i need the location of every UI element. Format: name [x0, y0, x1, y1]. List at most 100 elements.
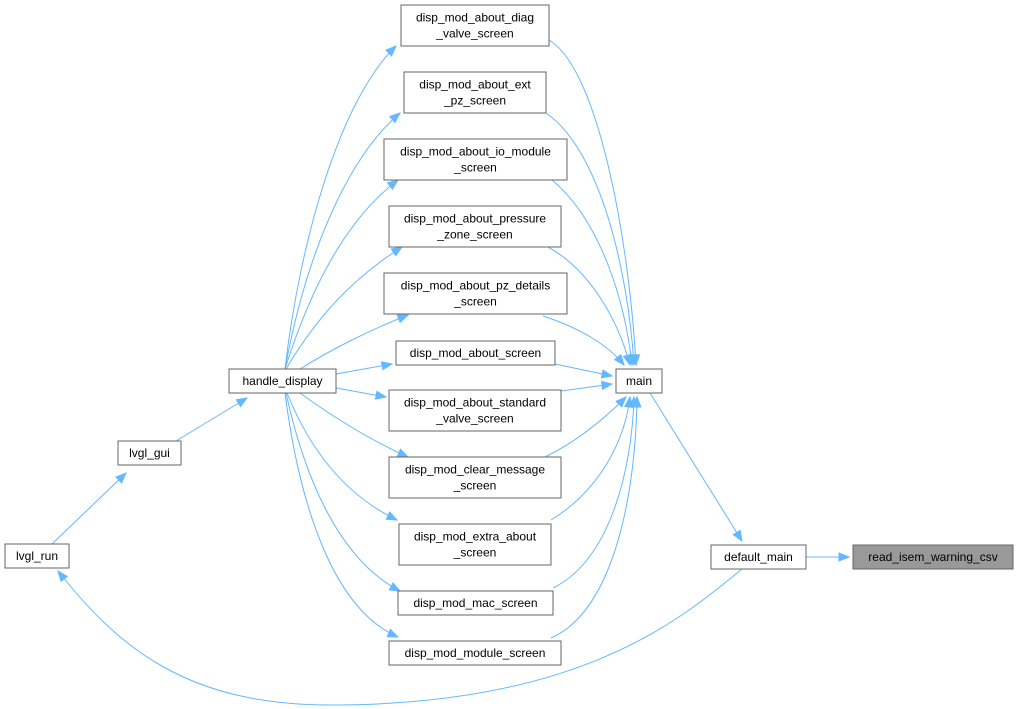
edge-handle_display-to-diag_valve [284, 45, 397, 370]
edge-standard_valve-to-main [560, 380, 614, 392]
edge-line [547, 246, 631, 366]
arrowhead-icon [115, 472, 127, 484]
arrowhead-icon [396, 448, 410, 458]
node-standard-valve[interactable]: disp_mod_about_standard_valve_screen [388, 389, 562, 432]
edge-line [299, 392, 409, 458]
node-diag-valve[interactable]: disp_mod_about_diag _valve_screen [400, 4, 550, 47]
edge-handle_display-to-mac_screen [285, 392, 402, 592]
node-mac-screen[interactable]: disp_mod_mac_screen [397, 590, 554, 616]
node-label: disp_mod_mac_screen [413, 596, 537, 610]
node-module-screen[interactable]: disp_mod_module_screen [388, 640, 562, 666]
arrowhead-icon [374, 390, 388, 400]
arrowhead-icon [600, 380, 614, 391]
arrowhead-icon [622, 353, 632, 367]
node-label: _screen [453, 295, 497, 309]
node-clear-message[interactable]: disp_mod_clear_message _screen [388, 456, 562, 499]
arrowhead-icon [385, 511, 399, 521]
edge-default_main-to-lvgl_run [57, 568, 743, 706]
node-label: disp_mod_about_diag [416, 11, 534, 25]
node-main[interactable]: main [615, 368, 663, 394]
node-box [4, 543, 70, 569]
arrowhead-icon [615, 396, 627, 408]
edge-line [285, 392, 401, 592]
edge-line [175, 397, 248, 442]
edge-extra_about-to-main [550, 395, 634, 521]
arrowhead-icon [600, 369, 614, 379]
node-box [710, 544, 807, 570]
edge-clear_message-to-main [544, 396, 627, 458]
node-default-main[interactable]: default_main [710, 544, 807, 570]
arrowhead-icon [390, 246, 404, 257]
edge-line [284, 45, 397, 370]
node-label: lvgl_run [16, 549, 58, 563]
node-label: _screen [453, 546, 497, 560]
arrowhead-icon [838, 552, 851, 562]
node-label: read_isem_warning_csv [868, 550, 997, 564]
node-label: lvgl_gui [129, 446, 170, 460]
edge-handle_display-to-io_module [284, 179, 400, 370]
node-ext-pz[interactable]: disp_mod_about_ext_pz_screen [403, 71, 547, 114]
node-box [852, 544, 1014, 570]
node-pz-details[interactable]: disp_mod_about_pz_details_screen [383, 272, 568, 315]
node-label: disp_mod_about_io_module [400, 145, 551, 159]
node-handle-display[interactable]: handle_display [228, 368, 337, 394]
node-label: disp_mod_about_standard [404, 396, 546, 410]
arrowhead-icon [388, 581, 402, 592]
node-box [398, 523, 552, 566]
edge-lvgl_run-to-lvgl_gui [51, 472, 127, 545]
edge-line [286, 392, 398, 521]
node-lvgl-gui[interactable]: lvgl_gui [117, 440, 182, 466]
node-io-module[interactable]: disp_mod_about_io_module _screen [383, 138, 568, 181]
node-label: _screen [453, 161, 497, 175]
node-box [388, 389, 562, 432]
edge-line [548, 39, 637, 366]
edge-line [284, 179, 399, 370]
edge-main-to-default_main [649, 392, 743, 543]
arrowhead-icon [632, 395, 642, 408]
node-label: handle_display [242, 374, 322, 388]
edge-pz_details-to-main [542, 315, 625, 367]
edge-handle_display-to-pressure_zone [285, 246, 404, 370]
node-label: default_main [724, 550, 793, 564]
node-box [383, 272, 568, 315]
edge-handle_display-to-pz_details [299, 314, 410, 370]
nodes-layer: disp_mod_about_diag_valve_screendisp_mod… [4, 4, 1014, 666]
edge-line [284, 392, 399, 638]
edge-handle_display-to-standard_valve [335, 387, 388, 400]
node-box [228, 368, 337, 394]
node-box [117, 440, 182, 466]
edge-line [552, 396, 635, 589]
edge-line [284, 112, 401, 370]
node-label: _zone_screen [436, 228, 512, 242]
node-pressure-zone[interactable]: disp_mod_about_pressure_zone_screen [388, 205, 562, 248]
edge-line [285, 246, 403, 370]
node-box [400, 4, 550, 47]
arrowhead-icon [385, 45, 397, 57]
node-box [395, 340, 556, 366]
node-box [615, 368, 663, 394]
node-read-isem[interactable]: read_isem_warning_csv [852, 544, 1014, 570]
edge-line [57, 568, 743, 706]
edge-line [550, 396, 631, 521]
node-label: disp_mod_clear_message [405, 463, 545, 477]
edge-line [550, 396, 638, 639]
node-extra-about[interactable]: disp_mod_extra_about_screen [398, 523, 552, 566]
node-lvgl-run[interactable]: lvgl_run [4, 543, 70, 569]
edge-line [649, 392, 743, 542]
node-label: _valve_screen [435, 27, 513, 41]
node-box [388, 640, 562, 666]
edge-handle_display-to-extra_about [286, 392, 399, 521]
node-label: _screen [453, 479, 497, 493]
node-label: disp_mod_about_ext [419, 78, 531, 92]
edge-handle_display-to-ext_pz [284, 112, 402, 370]
edge-line [299, 314, 409, 370]
edge-lvgl_gui-to-handle_display [175, 397, 249, 442]
node-label: main [626, 374, 652, 388]
arrowhead-icon [396, 314, 410, 324]
node-label: disp_mod_module_screen [405, 646, 546, 660]
edge-module_screen-to-main [550, 395, 642, 639]
node-box [388, 205, 562, 248]
arrowhead-icon [732, 529, 743, 543]
node-about-screen[interactable]: disp_mod_about_screen [395, 340, 556, 366]
